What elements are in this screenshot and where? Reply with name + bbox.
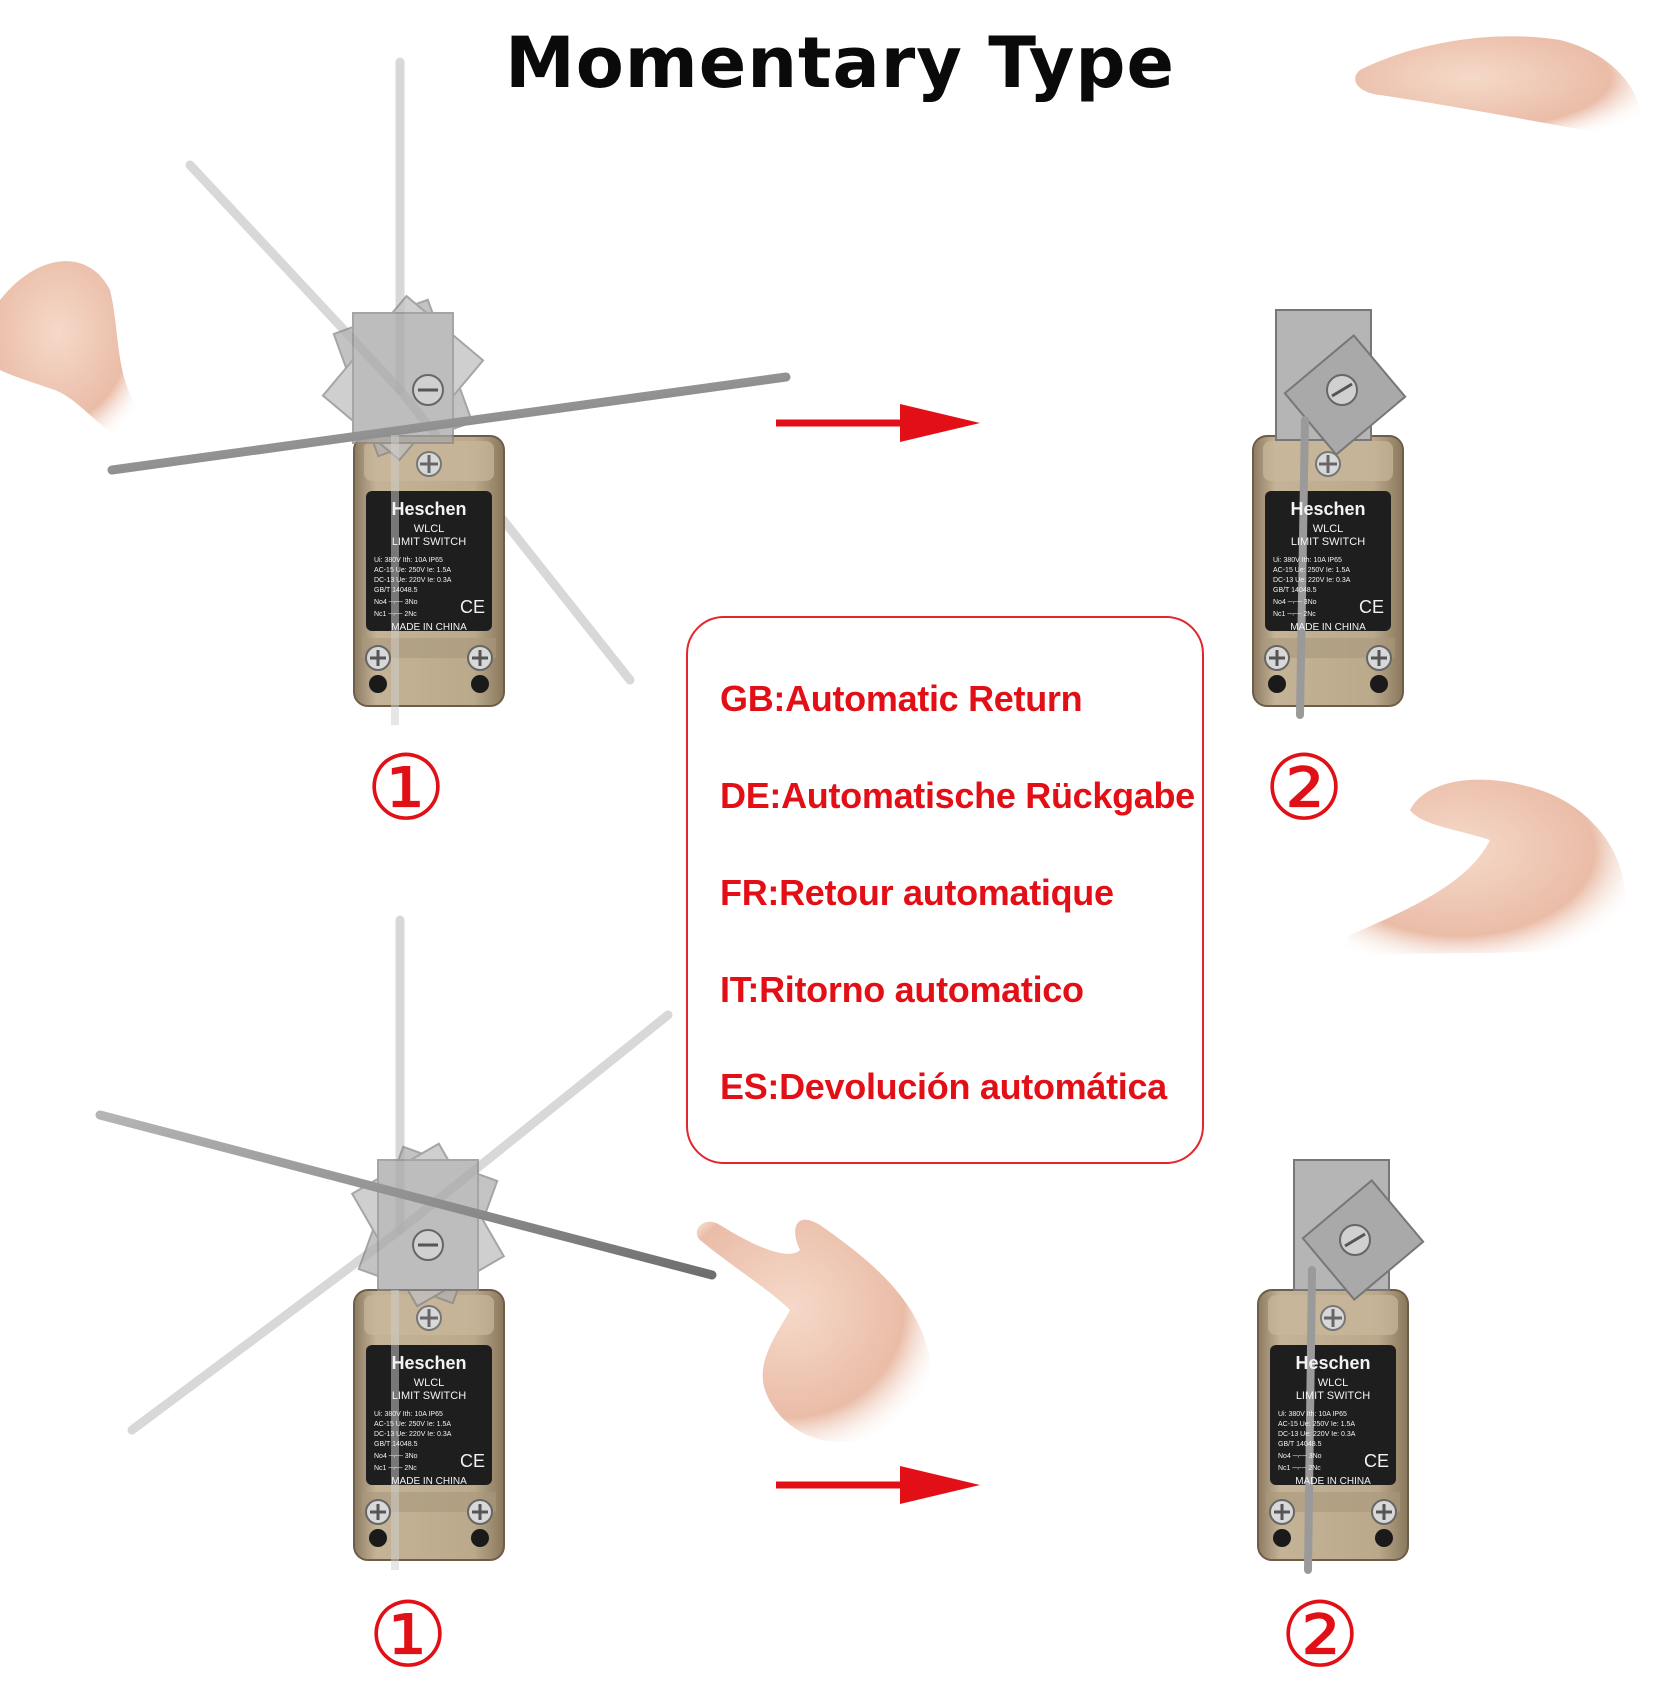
- label-type: LIMIT SWITCH: [392, 1390, 466, 1402]
- switch-label-bottom-right: Heschen WLCL LIMIT SWITCH Ui: 380V Ith: …: [1278, 1353, 1389, 1487]
- switch-top-right: [1251, 36, 1642, 719]
- switch-label-top-left: Heschen WLCL LIMIT SWITCH Ui: 380V Ith: …: [374, 499, 485, 633]
- text-it: IT:Ritorno automatico: [720, 969, 1084, 1010]
- label-spec2: AC-15 Ue: 250V Ie: 1.5A: [1278, 1421, 1355, 1428]
- switch-top-left: [0, 57, 791, 725]
- label-brand: Heschen: [1290, 499, 1365, 519]
- label-brand: Heschen: [1295, 1353, 1370, 1373]
- label-ce: CE: [460, 1451, 485, 1471]
- label-model: WLCL: [1313, 523, 1344, 535]
- label-origin: MADE IN CHINA: [1290, 622, 1366, 633]
- label-ce: CE: [460, 597, 485, 617]
- label-contact-nc: Nc1 ─⌐─ 2Nc: [1273, 611, 1316, 618]
- arrow-bottom: [776, 1466, 980, 1504]
- label-spec1: Ui: 380V Ith: 10A IP65: [1278, 1411, 1347, 1418]
- label-brand: Heschen: [391, 499, 466, 519]
- label-spec2: AC-15 Ue: 250V Ie: 1.5A: [374, 567, 451, 574]
- label-spec2: AC-15 Ue: 250V Ie: 1.5A: [374, 1421, 451, 1428]
- label-contact-no: No4 ─⌐─ 3No: [1278, 1453, 1322, 1460]
- hand-bottom-left: [696, 1219, 930, 1442]
- label-spec1: Ui: 380V Ith: 10A IP65: [374, 557, 443, 564]
- hand-bottom-right: [1346, 779, 1626, 956]
- label-model: WLCL: [1318, 1377, 1349, 1389]
- step-2-top: ②: [1263, 736, 1345, 841]
- label-spec3: DC-13 Ue: 220V Ie: 0.3A: [1273, 577, 1351, 584]
- hand-top-left: [0, 261, 145, 441]
- label-standard: GB/T 14048.5: [374, 1441, 418, 1448]
- switch-bottom-left: [95, 915, 930, 1570]
- label-contact-no: No4 ─⌐─ 3No: [374, 1453, 418, 1460]
- text-gb: GB:Automatic Return: [720, 678, 1083, 719]
- switch-label-top-right: Heschen WLCL LIMIT SWITCH Ui: 380V Ith: …: [1273, 499, 1384, 633]
- switch-label-bottom-left: Heschen WLCL LIMIT SWITCH Ui: 380V Ith: …: [374, 1353, 485, 1487]
- label-origin: MADE IN CHINA: [391, 622, 467, 633]
- label-type: LIMIT SWITCH: [1296, 1390, 1370, 1402]
- label-model: WLCL: [414, 1377, 445, 1389]
- step-1-top: ①: [365, 736, 447, 841]
- label-contact-nc: Nc1 ─⌐─ 2Nc: [374, 611, 417, 618]
- switch-bottom-right: [1256, 779, 1626, 1574]
- label-standard: GB/T 14048.5: [1273, 587, 1317, 594]
- label-spec2: AC-15 Ue: 250V Ie: 1.5A: [1273, 567, 1350, 574]
- label-spec1: Ui: 380V Ith: 10A IP65: [1273, 557, 1342, 564]
- label-contact-nc: Nc1 ─⌐─ 2Nc: [1278, 1465, 1321, 1472]
- label-ce: CE: [1359, 597, 1384, 617]
- label-contact-no: No4 ─⌐─ 3No: [374, 599, 418, 606]
- label-spec1: Ui: 380V Ith: 10A IP65: [374, 1411, 443, 1418]
- label-ce: CE: [1364, 1451, 1389, 1471]
- text-fr: FR:Retour automatique: [720, 872, 1114, 913]
- label-origin: MADE IN CHINA: [391, 1476, 467, 1487]
- label-model: WLCL: [414, 523, 445, 535]
- text-es: ES:Devolución automática: [720, 1066, 1167, 1107]
- label-spec3: DC-13 Ue: 220V Ie: 0.3A: [1278, 1431, 1356, 1438]
- label-contact-nc: Nc1 ─⌐─ 2Nc: [374, 1465, 417, 1472]
- label-spec3: DC-13 Ue: 220V Ie: 0.3A: [374, 577, 452, 584]
- label-standard: GB/T 14048.5: [1278, 1441, 1322, 1448]
- hand-top-right: [1355, 36, 1642, 140]
- label-origin: MADE IN CHINA: [1295, 1476, 1371, 1487]
- language-box: GB:Automatic Return DE:Automatische Rück…: [686, 616, 1204, 1164]
- arrow-top: [776, 404, 980, 442]
- text-de: DE:Automatische Rückgabe: [720, 775, 1195, 816]
- step-1-bottom: ①: [367, 1583, 449, 1688]
- label-type: LIMIT SWITCH: [392, 536, 466, 548]
- label-spec3: DC-13 Ue: 220V Ie: 0.3A: [374, 1431, 452, 1438]
- label-contact-no: No4 ─⌐─ 3No: [1273, 599, 1317, 606]
- label-brand: Heschen: [391, 1353, 466, 1373]
- label-type: LIMIT SWITCH: [1291, 536, 1365, 548]
- page-title: Momentary Type: [505, 22, 1175, 104]
- label-standard: GB/T 14048.5: [374, 587, 418, 594]
- step-2-bottom: ②: [1279, 1583, 1361, 1688]
